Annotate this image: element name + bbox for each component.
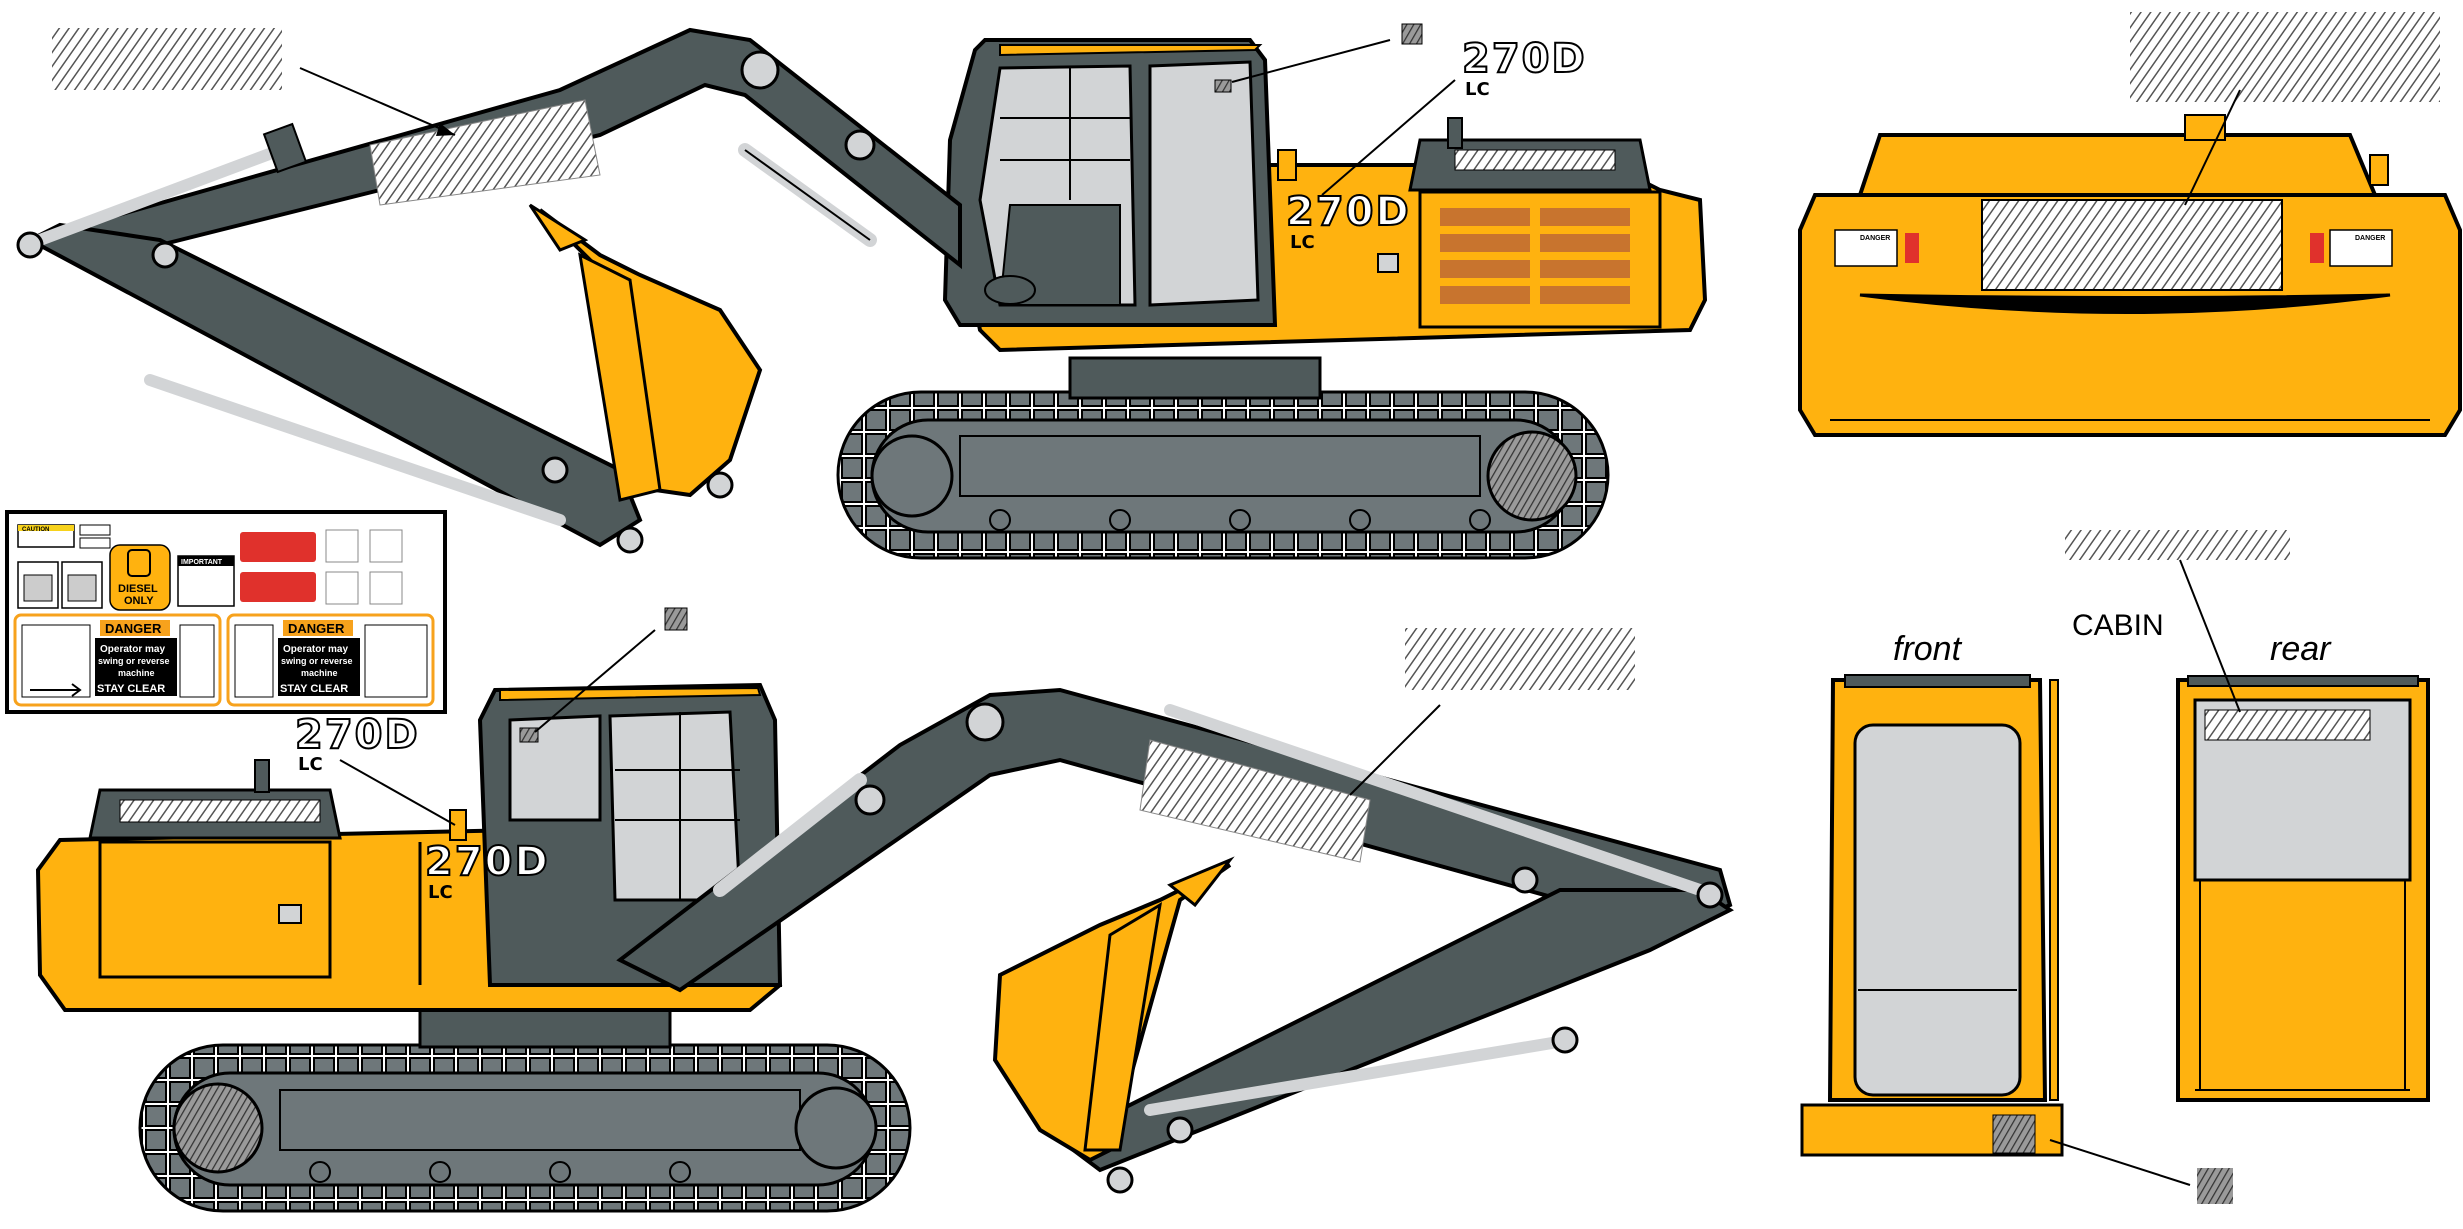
danger-body-line1-left: Operator may <box>100 644 165 655</box>
decal-sheet: CAUTION DIESEL ONLY IMPORTANT DANGER Ope <box>5 510 447 714</box>
danger-body-line3-left: machine <box>118 668 155 678</box>
person-crush-icon <box>23 574 53 602</box>
model-suffix-upper-top: LC <box>1465 79 1490 100</box>
diesel-line1: DIESEL <box>118 583 158 595</box>
important-decal-label: IMPORTANT <box>181 559 223 566</box>
danger-footer-right: STAY CLEAR <box>280 683 348 695</box>
model-number-body-bottom: 270D <box>425 839 550 885</box>
caution-decal-label: CAUTION <box>22 527 49 533</box>
arrow-icon <box>30 683 82 697</box>
small-decal-cab-bottom <box>664 607 688 631</box>
danger-decal-right: DANGER Operator may swing or reverse mac… <box>226 613 435 707</box>
model-suffix-body-bottom: LC <box>428 882 453 903</box>
danger-body-line2-right: swing or reverse <box>281 656 353 666</box>
danger-footer-left: STAY CLEAR <box>97 683 165 695</box>
red-decal-2 <box>240 572 316 602</box>
cabin-rear-label: rear <box>2270 630 2332 668</box>
hand-warning-icon <box>325 529 359 563</box>
boom-top <box>16 27 962 554</box>
fuel-pump-icon <box>127 549 151 577</box>
diesel-only-decal <box>109 544 171 611</box>
cabin-front-label: front <box>1893 630 1963 668</box>
cabin-rear <box>2176 559 2430 1102</box>
side-view-bottom: 270D LC 270D LC <box>35 607 1734 1213</box>
cabin-views: CABIN front rear <box>1800 530 2430 1204</box>
danger-body-line1-right: Operator may <box>283 644 348 655</box>
cabin-title: CABIN <box>2072 609 2164 642</box>
danger-title-right: DANGER <box>288 621 345 636</box>
track-top <box>836 390 1610 560</box>
small-decal-cab-top <box>1401 23 1423 45</box>
rear-view: DANGER DANGER <box>1798 12 2462 437</box>
boom-bottom <box>616 687 1734 1194</box>
cabin-front <box>1800 674 2233 1204</box>
model-suffix-body-top: LC <box>1290 232 1315 253</box>
side-view-top: 270D LC 270D LC <box>16 23 1708 560</box>
rear-decal-right-label: DANGER <box>2355 235 2385 242</box>
model-suffix-upper-bottom: LC <box>298 754 323 775</box>
danger-title-left: DANGER <box>105 621 162 636</box>
danger-body-line3-right: machine <box>301 668 338 678</box>
model-number-upper-bottom: 270D <box>295 712 420 758</box>
brand-decal-bottom-right <box>1405 628 1635 690</box>
track-bottom <box>138 1043 912 1213</box>
bucket-top <box>528 203 763 502</box>
brand-decal-top-left <box>52 28 282 90</box>
diesel-line2: ONLY <box>124 595 154 607</box>
danger-decal-left: DANGER Operator may swing or reverse mac… <box>13 613 222 707</box>
model-number-body-top: 270D <box>1286 189 1411 235</box>
rear-decal-left-label: DANGER <box>1860 235 1890 242</box>
model-number-upper-top: 270D <box>1462 36 1587 82</box>
red-decal-1 <box>240 532 316 562</box>
brand-decal-rear <box>2130 12 2440 102</box>
brand-decal-cabin <box>2065 530 2290 560</box>
small-decal-cabin <box>2197 1168 2233 1204</box>
cab-top <box>942 38 1278 327</box>
bucket-bottom <box>992 856 1235 1163</box>
danger-body-line2-left: swing or reverse <box>98 656 170 666</box>
